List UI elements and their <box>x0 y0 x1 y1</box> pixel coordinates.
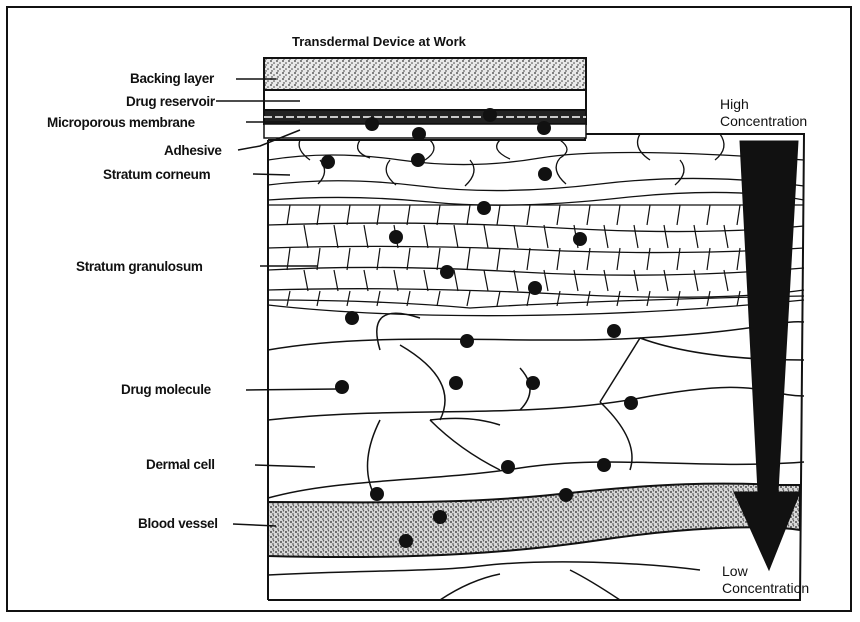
label-blood-vessel: Blood vessel <box>138 516 218 531</box>
drug-molecule-dot <box>412 127 426 141</box>
high-line-1: High <box>720 96 807 113</box>
drug-molecule-dot <box>537 121 551 135</box>
leader-lines <box>216 79 338 526</box>
drug-molecule-dot <box>483 108 497 122</box>
drug-molecule-dot <box>433 510 447 524</box>
drug-molecule-dot <box>477 201 491 215</box>
drug-molecule-dot <box>559 488 573 502</box>
drug-reservoir <box>264 90 586 110</box>
low-line-2: Concentration <box>722 580 809 597</box>
drug-molecule-dot <box>370 487 384 501</box>
drug-molecule-dot <box>335 380 349 394</box>
label-microporous-membrane: Microporous membrane <box>47 115 195 130</box>
stratum-corneum <box>268 134 804 205</box>
high-concentration-label: High Concentration <box>720 96 807 130</box>
drug-molecule-dot <box>460 334 474 348</box>
drug-molecule-dot <box>607 324 621 338</box>
drug-molecule-dot <box>365 117 379 131</box>
drug-molecule-dot <box>528 281 542 295</box>
high-line-2: Concentration <box>720 113 807 130</box>
drug-molecule-dot <box>573 232 587 246</box>
drug-molecule-dot <box>321 155 335 169</box>
low-line-1: Low <box>722 563 809 580</box>
label-stratum-corneum: Stratum corneum <box>103 167 210 182</box>
drug-molecule-dot <box>526 376 540 390</box>
drug-molecule-dot <box>597 458 611 472</box>
drug-molecule-dot <box>624 396 638 410</box>
drug-molecule-dot <box>501 460 515 474</box>
drug-molecule-dot <box>399 534 413 548</box>
drug-molecule-dot <box>440 265 454 279</box>
blood-vessel <box>268 484 800 557</box>
lower-dermis <box>268 562 700 600</box>
backing-layer <box>264 58 586 90</box>
drug-molecule-dot <box>411 153 425 167</box>
low-concentration-label: Low Concentration <box>722 563 809 597</box>
label-dermal-cell: Dermal cell <box>146 457 215 472</box>
label-backing-layer: Backing layer <box>130 71 214 86</box>
dermis-layers <box>268 313 804 498</box>
label-drug-molecule: Drug molecule <box>121 382 211 397</box>
concentration-arrow <box>734 141 800 570</box>
drug-molecule-dot <box>538 167 552 181</box>
label-stratum-granulosum: Stratum granulosum <box>76 259 203 274</box>
label-drug-reservoir: Drug reservoir <box>126 94 215 109</box>
drug-molecule-dot <box>389 230 403 244</box>
drug-molecule-dot <box>449 376 463 390</box>
drug-molecule-dot <box>345 311 359 325</box>
label-adhesive: Adhesive <box>164 143 222 158</box>
